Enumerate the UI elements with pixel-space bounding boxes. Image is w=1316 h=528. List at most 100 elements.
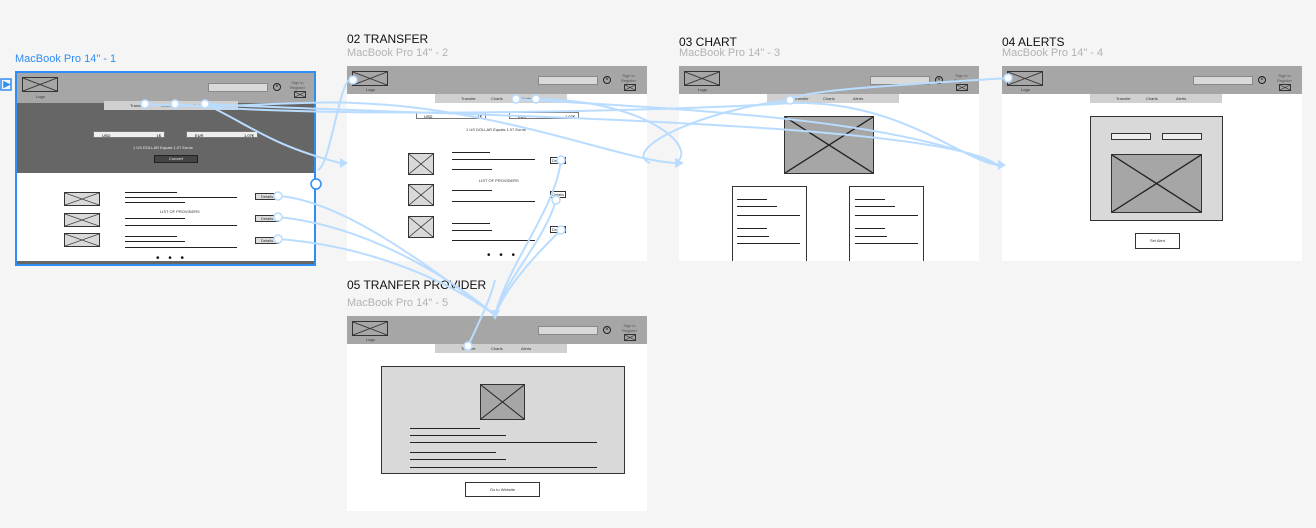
nav-bar: Transfer Charts Alerts bbox=[1090, 94, 1222, 103]
close-icon[interactable]: × bbox=[273, 83, 281, 91]
search-input[interactable] bbox=[1193, 76, 1253, 85]
go-to-website-button[interactable]: Go to Website bbox=[465, 482, 540, 497]
details-button-3[interactable]: Details bbox=[550, 226, 566, 233]
text-line bbox=[855, 243, 918, 244]
frame-title-alerts[interactable]: 04 ALERTS bbox=[1002, 35, 1065, 49]
nav-bar: Transfer Charts Alerts bbox=[767, 94, 899, 103]
logo-text: Logo bbox=[36, 94, 45, 99]
text-line bbox=[452, 230, 492, 231]
text-line bbox=[125, 241, 185, 242]
close-icon[interactable]: × bbox=[935, 76, 943, 84]
details-button-1[interactable]: Details bbox=[255, 193, 279, 200]
close-icon[interactable]: × bbox=[1258, 76, 1266, 84]
logo-placeholder bbox=[684, 71, 720, 86]
more-indicator: • • • bbox=[487, 250, 519, 261]
text-line bbox=[737, 236, 769, 237]
frame-sub-2[interactable]: MacBook Pro 14" - 2 bbox=[347, 47, 449, 59]
search-input[interactable] bbox=[870, 76, 930, 85]
chart-placeholder bbox=[784, 116, 874, 174]
convert-button[interactable]: Convert bbox=[154, 155, 198, 163]
nav-transfer[interactable]: Transfer bbox=[461, 346, 476, 351]
details-button-1[interactable]: Details bbox=[550, 157, 566, 164]
from-amount: 1$ bbox=[156, 133, 161, 138]
info-card-2 bbox=[849, 186, 924, 261]
details-button-2[interactable]: Details bbox=[255, 215, 279, 222]
user-icon bbox=[624, 334, 636, 341]
alert-to-input[interactable] bbox=[1162, 133, 1202, 140]
close-icon[interactable]: × bbox=[603, 326, 611, 334]
nav-charts[interactable]: Charts bbox=[491, 346, 503, 351]
to-amount: 1.07€ bbox=[243, 133, 254, 138]
text-line bbox=[452, 169, 492, 170]
nav-alerts[interactable]: Alerts bbox=[521, 96, 532, 101]
text-line bbox=[855, 236, 887, 237]
details-button-2[interactable]: Details bbox=[550, 191, 566, 198]
rate-text: 1 US DOLLAR Equals 1.07 Euros bbox=[466, 127, 526, 132]
nav-alerts[interactable]: Alerts bbox=[1176, 96, 1187, 101]
nav-alerts[interactable]: Alerts bbox=[192, 103, 203, 108]
text-line bbox=[737, 228, 767, 229]
set-alert-button[interactable]: Set Alert bbox=[1135, 233, 1180, 249]
text-line bbox=[452, 240, 535, 241]
text-line bbox=[410, 467, 597, 468]
nav-charts[interactable]: Charts bbox=[491, 96, 503, 101]
provider-logo-1 bbox=[64, 192, 100, 206]
text-line bbox=[125, 197, 237, 198]
header bbox=[347, 66, 647, 94]
to-currency: EUR bbox=[518, 114, 527, 119]
search-input[interactable] bbox=[538, 326, 598, 335]
nav-alerts[interactable]: Alerts bbox=[521, 346, 532, 351]
frame-label-1[interactable]: MacBook Pro 14" - 1 bbox=[15, 53, 117, 65]
provider-logo-3 bbox=[408, 216, 434, 238]
frame-sub-5[interactable]: MacBook Pro 14" - 5 bbox=[347, 297, 449, 309]
flow-start-icon bbox=[0, 78, 12, 91]
frame-sub-3[interactable]: MacBook Pro 14" - 3 bbox=[679, 47, 781, 59]
nav-charts[interactable]: Charts bbox=[823, 96, 835, 101]
logo-text: Logo bbox=[366, 87, 375, 92]
text-line bbox=[125, 247, 237, 248]
nav-transfer[interactable]: Transfer bbox=[1116, 96, 1131, 101]
frame-sub-4[interactable]: MacBook Pro 14" - 4 bbox=[1002, 47, 1104, 59]
text-line bbox=[452, 152, 490, 153]
nav-charts[interactable]: Charts bbox=[1146, 96, 1158, 101]
nav-alerts[interactable]: Alerts bbox=[853, 96, 864, 101]
logo-text: Logo bbox=[366, 337, 375, 342]
nav-bar: Transfer Charts Alerts bbox=[435, 344, 567, 353]
provider-logo-2 bbox=[408, 184, 434, 206]
info-card-1 bbox=[732, 186, 807, 261]
search-input[interactable] bbox=[208, 83, 268, 92]
text-line bbox=[125, 202, 185, 203]
nav-charts[interactable]: Charts bbox=[161, 103, 173, 108]
nav-transfer[interactable]: Transfer bbox=[794, 96, 809, 101]
frame-title-transfer[interactable]: 02 TRANSFER bbox=[347, 32, 429, 46]
text-line bbox=[737, 206, 777, 207]
frame-title-chart[interactable]: 03 CHART bbox=[679, 35, 737, 49]
rate-text: 1 US DOLLAR Equals 1.07 Euros bbox=[133, 145, 193, 150]
text-line bbox=[125, 218, 185, 219]
search-input[interactable] bbox=[538, 76, 598, 85]
text-line bbox=[855, 206, 895, 207]
logo-text: Logo bbox=[698, 87, 707, 92]
details-button-3[interactable]: Details bbox=[255, 237, 279, 244]
nav-transfer[interactable]: Transfer bbox=[130, 103, 145, 108]
nav-transfer[interactable]: Transfer bbox=[461, 96, 476, 101]
frame-title-provider[interactable]: 05 TRANFER PROVIDER bbox=[347, 278, 487, 292]
user-icon bbox=[624, 84, 636, 91]
close-icon[interactable]: × bbox=[603, 76, 611, 84]
alert-from-input[interactable] bbox=[1111, 133, 1151, 140]
